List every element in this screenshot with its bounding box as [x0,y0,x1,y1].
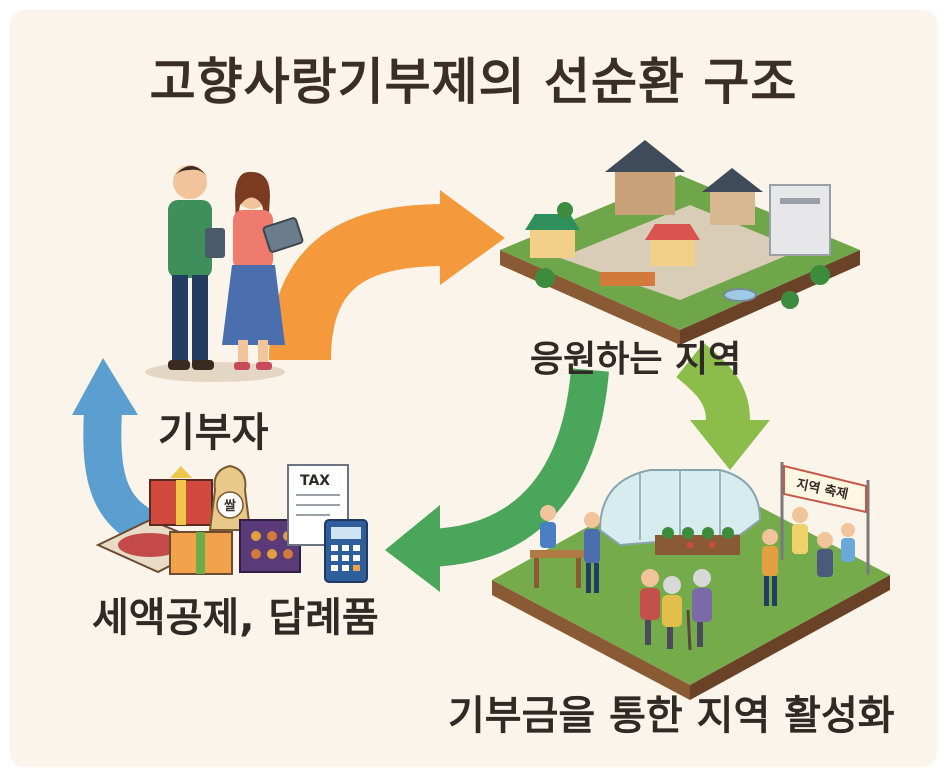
donor-illustration [145,165,304,382]
region-illustration [500,140,860,345]
node-label-donor: 기부자 [158,410,269,456]
node-label-region: 응원하는 지역 [530,339,742,380]
calculator-icon [324,519,368,583]
revitalization-illustration: 지역 축제 [492,462,890,700]
node-label-revitalization: 기부금을 통한 지역 활성화 [448,693,895,739]
arrow-region-to-benefit [385,368,609,592]
festival-banner: 지역 축제 [780,462,870,575]
arrow-benefit-to-donor [72,358,159,548]
benefit-illustration: 쌀 TAX [95,464,368,583]
arrow-region-to-revitalization [676,342,770,470]
female-donor-figure [222,171,304,370]
male-donor-figure [168,165,225,370]
greenhouse [598,469,762,547]
arrow-donor-to-region [269,190,505,361]
tax-form-icon: TAX [287,464,349,546]
node-label-benefit: 세액공제, 답례품 [92,595,379,641]
page-title: 고향사랑기부제의 선순환 구조 [149,53,798,111]
rice-bag-label: 쌀 [224,498,236,514]
tax-form-label: TAX [300,473,330,489]
